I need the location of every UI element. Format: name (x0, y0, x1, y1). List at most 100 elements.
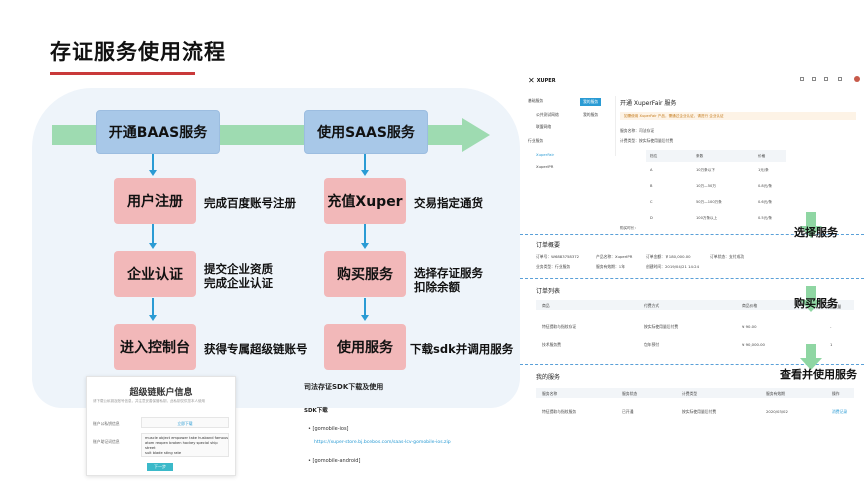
table-cell: 已开通 (622, 409, 634, 414)
col-header: 计费类型 (682, 391, 698, 396)
connector-arrow (149, 243, 157, 249)
sdk-subtitle: SDK下载 (304, 408, 328, 414)
sdk-item-android: • [gomobile-android] (308, 458, 361, 464)
connector-line (152, 154, 154, 172)
title-underline (50, 72, 195, 75)
consume-record-link[interactable]: 消费记录 (832, 409, 848, 414)
connector-line (152, 224, 154, 244)
connector-arrow (361, 243, 369, 249)
service-name-row: 服务名称：司法存证 (620, 128, 655, 133)
message-icon[interactable] (800, 77, 804, 81)
sub-nav: 我的服务 我的服务 (580, 96, 616, 156)
col-header: 商品 (542, 303, 550, 308)
help-icon[interactable] (824, 77, 828, 81)
table-cell: 包年预付 (644, 342, 660, 347)
col-header: 商品数量 (826, 304, 842, 309)
account-card-subtitle: 请下载公私钥及账号信息，并注意妥善保管私钥，此私钥仅供您本人使用 (93, 399, 205, 403)
table-cell: 按实际使用量后付费 (644, 324, 679, 329)
step-desc: 下载sdk并调用服务 (410, 342, 514, 356)
table-cell: 特征提取与指纹存证 (542, 324, 577, 329)
down-arrow (800, 212, 822, 238)
xuper-logo: ✕XUPER (528, 76, 556, 85)
step-desc: 获得专属超级链账号 (204, 342, 308, 356)
page-title: 存证服务使用流程 (50, 40, 226, 64)
step-enterprise-auth: 企业认证 (114, 251, 196, 297)
table-cell: 2020/03/02 (766, 409, 788, 414)
connector-arrow (361, 315, 369, 321)
order-amount: 订单金额：￥180,000.00 (646, 254, 691, 259)
col-header: 服务名称 (542, 391, 558, 396)
flow-top-baas: 开通BAAS服务 (96, 110, 220, 154)
sdk-title: 司法存证SDK下载及使用 (304, 383, 384, 391)
step-user-register: 用户注册 (114, 178, 196, 224)
sdk-download-link[interactable]: https://xuper-store.bj.bcebos.com/saas-l… (314, 440, 451, 445)
col-header: 服务状态 (622, 391, 638, 396)
subnav-my-services[interactable]: 我的服务 (583, 112, 599, 117)
sidebar-xuperipr[interactable]: XuperIPR (536, 164, 554, 169)
x-logo-icon: ✕ (528, 76, 535, 85)
avatar[interactable] (854, 76, 860, 82)
connector-line (364, 298, 366, 316)
table-cell: 1 (830, 342, 833, 347)
callout-view-use-service: 查看并使用服务 (780, 368, 857, 381)
step-desc: 选择存证服务扣除余额 (414, 266, 483, 294)
flow-top-saas: 使用SAAS服务 (304, 110, 428, 154)
table-cell: ¥ 90,000.00 (742, 342, 765, 347)
step-desc: 提交企业资质完成企业认证 (204, 262, 273, 290)
order-number: 订单号：W6883758372 (536, 254, 580, 259)
keypair-download-field[interactable]: 立即下载 (141, 417, 229, 428)
table-header: 档位 条数 价格 (646, 150, 786, 162)
sidebar-industry-services[interactable]: 行业服务 (528, 138, 544, 143)
table-cell: 按实际使用量后付费 (682, 409, 717, 414)
document-icon[interactable] (812, 77, 816, 81)
mnemonic-text: muscle object empower take husband famou… (145, 436, 229, 455)
table-cell: ¥ 90.00 (742, 324, 757, 329)
account-info-card: 超级链账户信息 请下载公私钥及账号信息，并注意妥善保管私钥，此私钥仅供您本人使用… (86, 376, 236, 476)
step-buy-service: 购买服务 (324, 251, 406, 297)
sidebar-public-testnet[interactable]: 公共测试网络 (536, 112, 559, 117)
table-cell: 技术服务费 (542, 342, 561, 347)
col-header: 服务有效期 (766, 391, 785, 396)
order-status: 订单状态：支付成功 (710, 254, 745, 259)
step-enter-console: 进入控制台 (114, 324, 196, 370)
table-cell: 特征提取与指纹服务 (542, 409, 577, 414)
next-button[interactable]: 下一步 (147, 463, 173, 471)
account-card-title: 超级链账户信息 (129, 388, 193, 398)
sidebar-xuperfair[interactable]: XuperFair (536, 152, 555, 157)
step-desc: 交易指定通货 (414, 196, 483, 210)
down-arrow (800, 344, 822, 370)
my-services-header (536, 388, 854, 398)
col-header: 付费方式 (644, 303, 660, 308)
step-desc: 完成百度账号注册 (204, 196, 296, 210)
subnav-active[interactable]: 我的服务 (580, 98, 602, 106)
col-header: 操作 (832, 391, 840, 396)
connector-line (364, 224, 366, 244)
sidebar-basic-services[interactable]: 基础服务 (528, 98, 544, 103)
duration-selector[interactable]: 购买时长： (620, 226, 638, 230)
connector-arrow (361, 170, 369, 176)
section-divider (520, 234, 864, 235)
down-arrow (800, 286, 822, 312)
table-cell: - (830, 324, 832, 329)
step-recharge-xuper: 充值Xuper (324, 178, 406, 224)
product-name: 产品名称：XuperIPR (596, 254, 633, 259)
sdk-card: 司法存证SDK下载及使用 SDK下载 • [gomobile-ios] http… (296, 380, 516, 480)
my-services-title: 我的服务 (536, 374, 561, 381)
order-list-header (536, 300, 854, 310)
connector-line (364, 154, 366, 172)
panel-title: 开通 XuperFair 服务 (620, 100, 677, 107)
service-validity: 服务有效期：1年 (596, 264, 625, 269)
connector-arrow (149, 315, 157, 321)
sidebar-alliance-net[interactable]: 联盟网络 (536, 124, 552, 129)
download-link[interactable]: 立即下载 (177, 421, 193, 426)
business-type: 业务类型：行业服务 (536, 264, 571, 269)
col-header: 商品价格 (742, 303, 758, 308)
step-use-service: 使用服务 (324, 324, 406, 370)
keypair-label: 账户公私钥信息 (93, 421, 120, 426)
order-list-title: 订单列表 (536, 288, 561, 295)
settings-icon[interactable] (838, 77, 842, 81)
